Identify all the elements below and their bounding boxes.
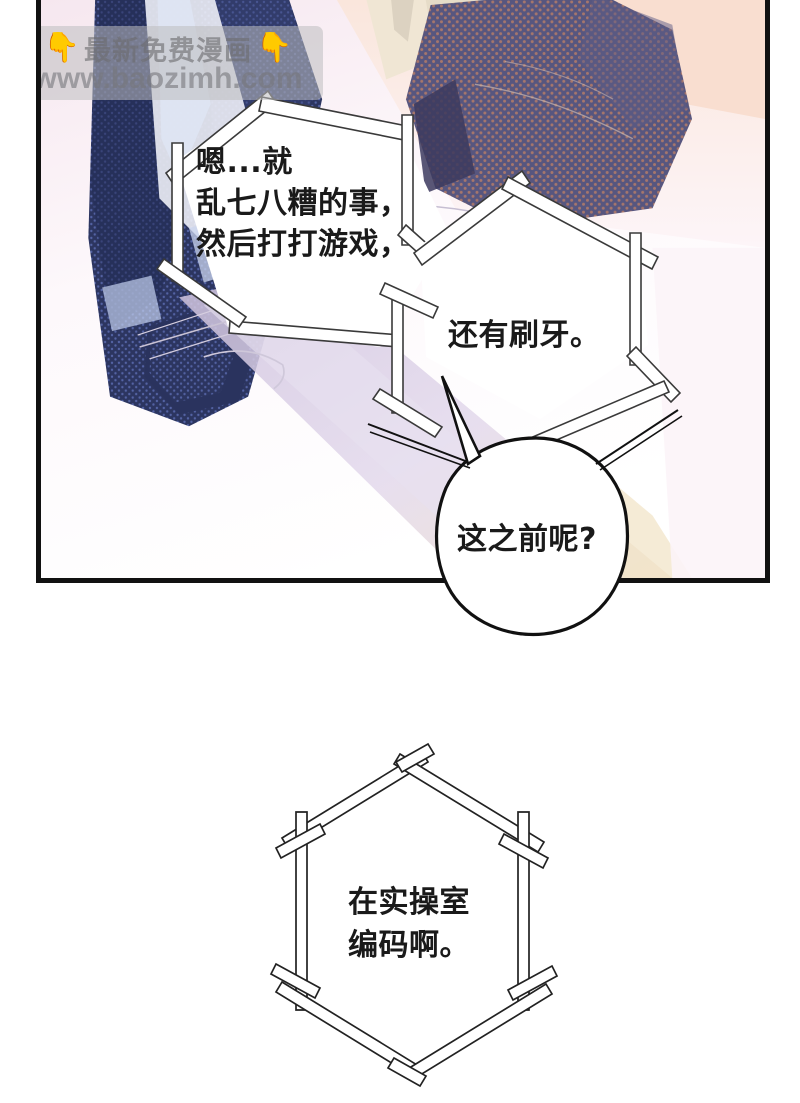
speech-bubble-1 bbox=[150, 89, 482, 395]
speech-bubble-3-shape bbox=[367, 375, 683, 637]
pointing-down-hand-icon-left: 👇 bbox=[43, 31, 80, 64]
speech-bubble-4-text: 在实操室 编码啊。 bbox=[348, 885, 470, 963]
speech-bubble-2 bbox=[371, 169, 682, 452]
speech-bubble-4-shape bbox=[269, 742, 559, 1088]
speech-bubble-1-text: 嗯...就 乱七八糟的事， 然后打打游戏， bbox=[196, 145, 410, 263]
site-watermark: 👇 最新免费漫画 👇 www.baozimh.com bbox=[36, 26, 323, 100]
speech-bubble-3-text: 这之前呢? bbox=[457, 522, 597, 557]
watermark-url-text: www.baozimh.com bbox=[36, 62, 303, 95]
watermark-row-chinese: 👇 最新免费漫画 👇 bbox=[41, 28, 323, 68]
speech-bubble-1-shape bbox=[155, 89, 482, 348]
speech-bubble-2-text: 还有刷牙。 bbox=[448, 318, 601, 353]
watermark-chinese-text: 最新免费漫画 bbox=[84, 35, 252, 67]
speech-bubble-2-shape bbox=[371, 169, 682, 452]
speech-bubble-3 bbox=[367, 375, 683, 646]
speech-bubble-4 bbox=[268, 742, 560, 1088]
pointing-down-hand-icon-right: 👇 bbox=[256, 31, 293, 64]
